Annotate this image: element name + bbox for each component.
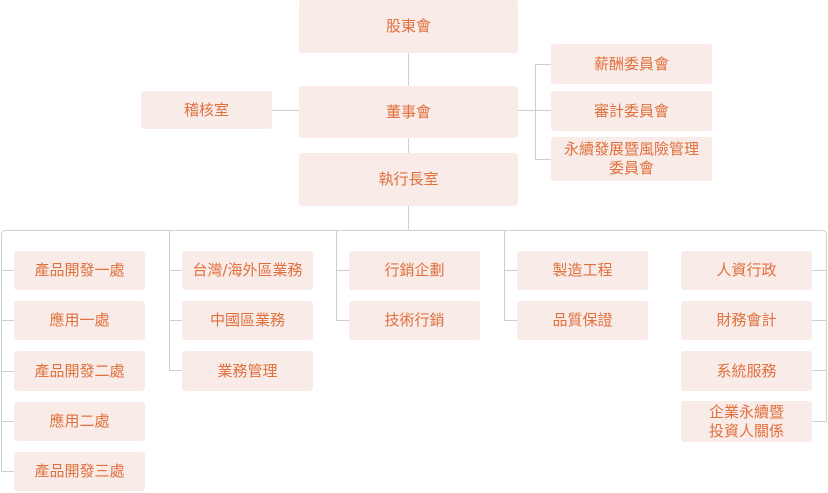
division-label: 人資行政: [716, 261, 777, 279]
division-label: 中國區業務: [209, 311, 285, 329]
division-label: 製造工程: [552, 261, 613, 279]
committee-label: 薪酬委員會: [593, 54, 669, 73]
division-label: 應用二處: [49, 412, 110, 430]
division-box: 應用一處: [14, 301, 145, 340]
division-box: 應用二處: [14, 402, 145, 441]
committee-box: 審計委員會: [551, 91, 712, 131]
division-label: 系統服務: [716, 361, 777, 380]
division-box: 品質保證: [517, 301, 648, 340]
division-box: 技術行銷: [349, 301, 480, 340]
division-label: 企業永續暨 投資人關係: [708, 402, 784, 440]
audit-office-box: 稽核室: [141, 91, 272, 129]
division-label: 品質保證: [552, 311, 613, 329]
division-box: 財務會計: [681, 301, 812, 340]
division-box: 業務管理: [182, 351, 313, 391]
division-box: 中國區業務: [182, 301, 313, 340]
division-box: 製造工程: [517, 251, 648, 290]
board-box: 董事會: [299, 86, 518, 138]
division-label: 行銷企劃: [384, 261, 445, 279]
division-box: 台灣/海外區業務: [182, 251, 313, 290]
board-label: 董事會: [385, 102, 431, 121]
division-box: 產品開發一處: [14, 251, 145, 290]
committee-label: 永續發展暨風險管理 委員會: [563, 140, 699, 177]
audit-office-label: 稽核室: [183, 100, 229, 119]
division-box: 產品開發三處: [14, 452, 145, 491]
division-label: 技術行銷: [384, 311, 445, 329]
division-box: 企業永續暨 投資人關係: [681, 401, 812, 442]
division-box: 人資行政: [681, 251, 812, 290]
division-label: 產品開發二處: [34, 361, 125, 380]
division-label: 產品開發三處: [34, 462, 125, 480]
division-label: 應用一處: [49, 311, 110, 329]
division-label: 產品開發一處: [34, 261, 125, 279]
committee-label: 審計委員會: [593, 101, 669, 120]
division-box: 行銷企劃: [349, 251, 480, 290]
division-box: 系統服務: [681, 351, 812, 391]
ceo-office-label: 執行長室: [378, 170, 439, 188]
division-label: 台灣/海外區業務: [192, 261, 303, 279]
committee-box: 薪酬委員會: [551, 44, 712, 84]
committee-box: 永續發展暨風險管理 委員會: [551, 137, 712, 181]
ceo-office-box: 執行長室: [299, 153, 518, 206]
division-box: 產品開發二處: [14, 351, 145, 391]
division-label: 財務會計: [716, 311, 777, 329]
shareholders-box: 股東會: [299, 0, 518, 53]
shareholders-label: 股東會: [385, 17, 431, 35]
division-label: 業務管理: [217, 361, 278, 380]
